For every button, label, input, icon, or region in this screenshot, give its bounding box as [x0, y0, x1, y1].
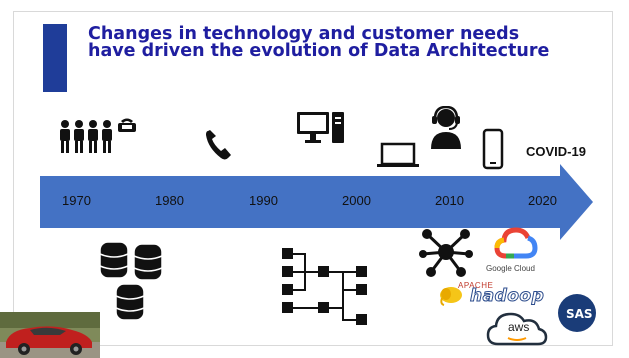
title-accent-bar [43, 24, 67, 92]
hadoop-elephant-icon [440, 287, 462, 306]
slide-title: Changes in technology and customer needs… [88, 24, 550, 61]
network-hub-icon [419, 229, 473, 277]
telephone-operators-icon [60, 118, 136, 153]
headset-agent-icon [431, 106, 461, 149]
year-label: 2000 [342, 193, 371, 208]
car-photo [0, 312, 100, 358]
year-label: 1990 [249, 193, 278, 208]
apache-label: APACHE [458, 281, 494, 290]
sas-logo [558, 294, 596, 332]
covid-label: COVID-19 [526, 144, 586, 159]
smartphone-icon [482, 128, 504, 170]
year-label: 1970 [62, 193, 91, 208]
google-cloud-label: Google Cloud [486, 264, 535, 273]
database-stack-icon [99, 241, 163, 321]
aws-cloud-logo [486, 312, 548, 346]
year-label: 2010 [435, 193, 464, 208]
desktop-computer-icon [297, 112, 344, 143]
phone-handset-icon [206, 130, 231, 160]
year-label: 1980 [155, 193, 184, 208]
hierarchy-diagram-icon [282, 248, 367, 325]
slide-frame [13, 11, 613, 346]
hadoop-label: hadoop [469, 286, 545, 307]
year-label: 2020 [528, 193, 557, 208]
sas-label: SAS [566, 307, 593, 321]
google-cloud-logo [494, 227, 538, 259]
timeline-arrow [40, 164, 593, 240]
aws-label: aws [508, 320, 530, 334]
laptop-icon [377, 142, 419, 167]
